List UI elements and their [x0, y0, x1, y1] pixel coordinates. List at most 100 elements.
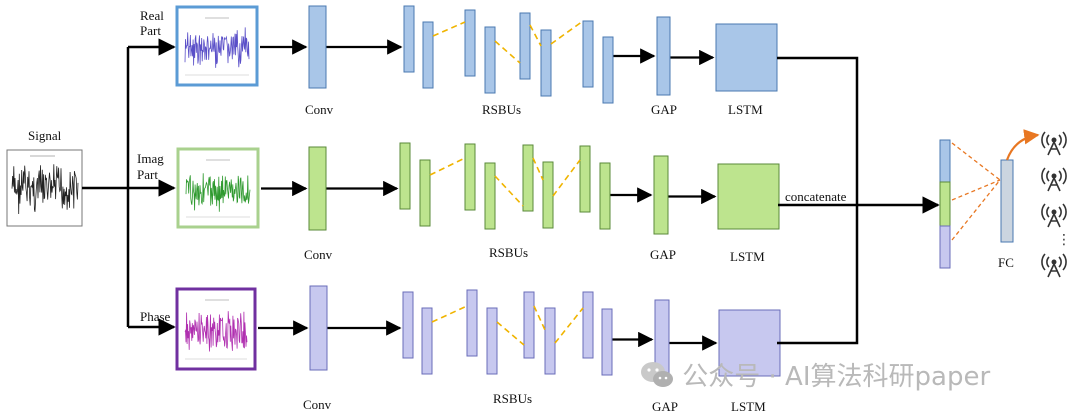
rsbu-block — [599, 162, 611, 230]
antenna-wave — [1062, 203, 1067, 221]
output-arrow — [1005, 129, 1040, 161]
concat-segment-real — [939, 139, 951, 183]
rsbu-dashed-link — [529, 24, 542, 47]
waveform-line — [185, 173, 251, 212]
rsbu-block — [403, 5, 415, 73]
antenna-mast — [1047, 177, 1061, 192]
rsbu-dashed-link — [494, 40, 521, 64]
lstm-block — [717, 163, 780, 230]
rsbu-dashed-link — [431, 305, 468, 323]
antenna-wave — [1041, 131, 1046, 149]
rsbu-dashed-link — [532, 157, 544, 181]
antenna-icon — [1041, 167, 1067, 192]
branch-label-line1: Real — [140, 8, 164, 23]
antenna-wave — [1062, 167, 1067, 185]
watermark-text: 公众号 · AI算法科研paper — [682, 362, 991, 392]
rsbu-dashed-link — [550, 20, 584, 45]
conv-block — [309, 285, 328, 371]
rsbu-block — [582, 20, 594, 88]
input-signal: Signal — [6, 128, 83, 227]
fc-label: FC — [998, 255, 1014, 270]
antenna-wave — [1058, 256, 1062, 268]
lstm-block — [715, 23, 778, 92]
antenna-core — [1051, 209, 1057, 215]
antenna-wave — [1058, 170, 1062, 182]
antenna-wave — [1041, 253, 1046, 271]
concat-segment-imag — [939, 181, 951, 227]
branch-label-line2: Part — [137, 167, 158, 182]
rsbu-dashed-link — [429, 157, 466, 176]
rsbu-block — [522, 144, 534, 212]
concat-vector — [939, 139, 951, 269]
input-routing — [82, 38, 176, 336]
rsbu-block — [421, 307, 433, 375]
rsbu-dashed-link — [494, 175, 524, 207]
rsbu-block — [399, 142, 411, 210]
branch-phase: Phase Conv RSBUs GAP LSTM — [140, 285, 781, 414]
gap-label: GAP — [651, 102, 677, 117]
branch-input-frame — [175, 287, 257, 371]
rsbu-dashed-link — [496, 321, 525, 346]
lstm-label: LSTM — [728, 102, 763, 117]
branch-real: Real Part Conv RSBUs GAP LSTM — [140, 5, 778, 117]
branch-input-waveform — [185, 159, 251, 218]
rsbu-block — [464, 143, 476, 211]
rsbu-block — [464, 9, 476, 77]
antenna-wave — [1062, 131, 1067, 149]
rsbu-block — [422, 21, 434, 89]
antenna-wave — [1046, 170, 1050, 182]
rsbu-block — [519, 12, 531, 80]
rsbu-dashed-link — [554, 307, 584, 344]
antenna-wave — [1058, 134, 1062, 146]
waveform-line — [184, 27, 250, 68]
antenna-mast — [1047, 141, 1061, 156]
gap-block — [656, 16, 671, 96]
rsbu-dashed-link — [552, 159, 581, 197]
antenna-icon — [1041, 203, 1067, 228]
antenna-core — [1051, 259, 1057, 265]
concat-segment-phase — [939, 225, 951, 269]
rsbus-label: RSBUs — [493, 391, 532, 406]
conv-label: Conv — [305, 102, 334, 117]
gap-block — [653, 155, 669, 235]
branch-label-line1: Imag — [137, 151, 164, 166]
lstm-label: LSTM — [731, 399, 766, 414]
rsbu-block — [602, 36, 614, 104]
antenna-icon — [1041, 253, 1067, 278]
rsbu-block — [540, 29, 552, 97]
wechat-icon — [641, 362, 673, 387]
antenna-wave — [1041, 167, 1046, 185]
output-antennas — [1041, 131, 1067, 278]
ellipsis-icon: ⋮ — [1057, 232, 1071, 248]
concat-routing: concatenate — [777, 56, 940, 345]
antenna-wave — [1046, 256, 1050, 268]
antenna-wave — [1062, 253, 1067, 271]
rsbus-label: RSBUs — [482, 102, 521, 117]
branch-label: Imag Part — [137, 151, 167, 182]
rsbu-block — [402, 291, 414, 359]
antenna-wave — [1041, 203, 1046, 221]
rsbu-block — [486, 307, 498, 375]
rsbu-block — [523, 291, 535, 359]
rsbu-block — [484, 26, 496, 94]
watermark: 公众号 · AI算法科研paper — [640, 356, 990, 393]
branch-label: Real Part — [140, 8, 167, 38]
waveform-line — [11, 164, 79, 215]
antenna-mast — [1047, 263, 1061, 278]
antenna-core — [1051, 173, 1057, 179]
branch-input-waveform — [184, 299, 248, 360]
fc-block — [1000, 159, 1014, 243]
conv-block — [308, 5, 327, 89]
waveform-line — [184, 311, 248, 352]
concatenate-label: concatenate — [785, 189, 847, 204]
rsbu-block — [419, 159, 431, 227]
signal-label: Signal — [28, 128, 62, 143]
branch-label-line2: Part — [140, 23, 161, 38]
rsbu-block — [582, 291, 594, 359]
rsbu-block — [484, 162, 496, 230]
lstm-label: LSTM — [730, 249, 765, 264]
gap-label: GAP — [650, 247, 676, 262]
rsbus-label: RSBUs — [489, 245, 528, 260]
antenna-icon — [1041, 131, 1067, 156]
